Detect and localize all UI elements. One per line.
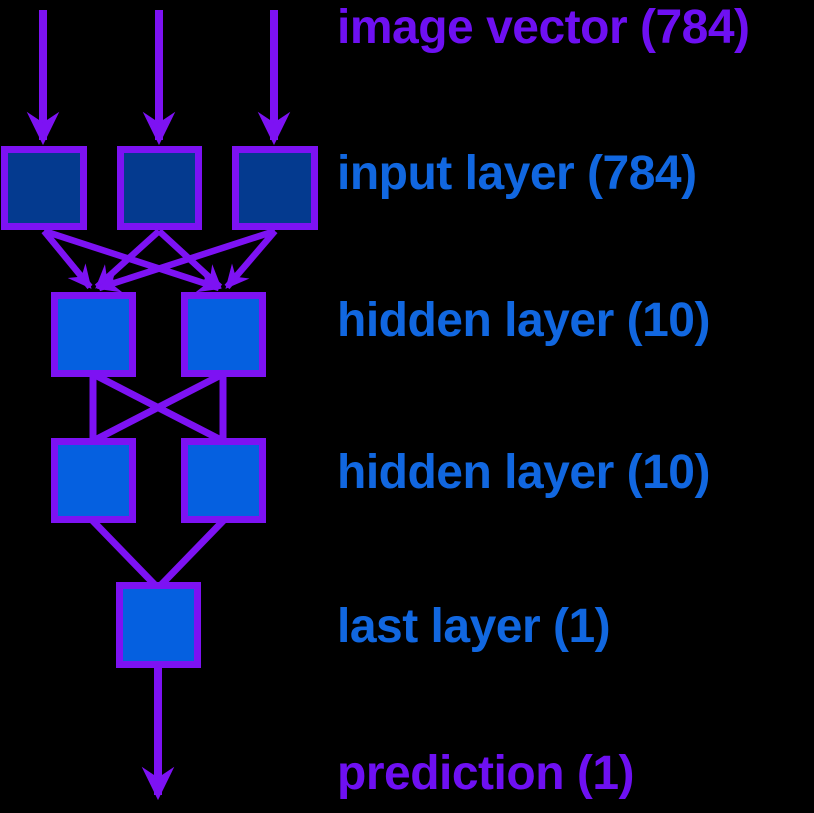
label-hidden-layer-1: hidden layer (10) (337, 294, 710, 347)
input-layer-nodes (1, 146, 318, 230)
hidden1-node-1 (51, 292, 136, 377)
connection-i1-h1L (41, 228, 93, 290)
input-arrows (26, 10, 291, 146)
hidden-layer-2-nodes (51, 438, 266, 523)
connection-h2R-out (157, 517, 227, 589)
label-hidden-layer-2: hidden layer (10) (337, 446, 710, 499)
hidden1-node-2 (181, 292, 266, 377)
connection-h2L-out (89, 517, 159, 589)
label-prediction: prediction (1) (337, 747, 635, 800)
hidden1-to-hidden2-connections (89, 370, 227, 445)
input-node-1 (1, 146, 87, 230)
label-last-layer: last layer (1) (337, 600, 611, 653)
label-image-vector: image vector (784) (337, 1, 750, 54)
connection-i3-h1R (224, 228, 278, 290)
output-node (116, 582, 201, 668)
hidden2-node-2 (181, 438, 266, 523)
hidden2-to-last-connections (89, 517, 227, 589)
input-to-hidden1-connections (41, 227, 278, 293)
last-layer-nodes (116, 582, 201, 668)
input-node-2 (117, 146, 202, 230)
hidden2-node-1 (51, 438, 136, 523)
connection-i3-h1L (96, 227, 277, 293)
hidden-layer-1-nodes (51, 292, 266, 377)
connection-h1R-h2L (91, 370, 225, 445)
label-input-layer: input layer (784) (337, 147, 697, 200)
input-node-3 (232, 146, 318, 230)
